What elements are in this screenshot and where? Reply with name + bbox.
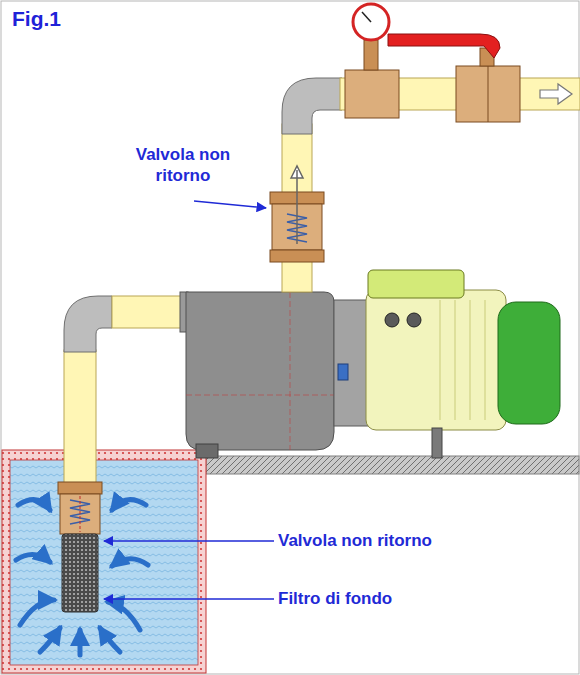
pipe-elbow: [282, 78, 342, 134]
floor: [206, 456, 579, 474]
pipe-elbow: [64, 296, 112, 352]
pump-foot: [196, 444, 218, 458]
motor-fin: [470, 300, 471, 420]
cable-gland: [385, 313, 399, 327]
water-tank: [2, 450, 206, 673]
suction-pipe: [64, 350, 96, 484]
check-valve-nut: [270, 250, 324, 262]
suction-pipe: [112, 296, 184, 328]
flow-arrow: [40, 628, 60, 652]
motor-fin: [455, 300, 456, 420]
motor-bracket: [334, 300, 368, 426]
outflow-arrow: [540, 84, 572, 104]
shaft-coupling: [338, 364, 348, 380]
tank-wall: [2, 450, 206, 673]
motor-fins: [440, 300, 485, 420]
motor-fin: [485, 300, 486, 420]
leader-line: [194, 201, 266, 208]
pump-casing: [186, 292, 334, 450]
flow-arrow: [108, 602, 140, 630]
foot-valve-nut: [58, 482, 102, 494]
discharge-line: [270, 4, 580, 292]
floor-slab: [206, 456, 579, 474]
hidden-line: [186, 395, 334, 396]
motor-foot: [432, 428, 442, 458]
flow-arrow: [112, 559, 148, 566]
foot-valve-body: [60, 494, 100, 534]
ball-valve-body: [456, 66, 520, 122]
leader-line: [104, 598, 274, 600]
cable-gland: [407, 313, 421, 327]
pipe-tee: [345, 70, 399, 118]
foot-filter: [62, 534, 98, 612]
gauge-needle: [362, 12, 371, 22]
gauge-stem: [364, 40, 378, 70]
hidden-line: [290, 292, 291, 450]
flow-arrow: [112, 500, 146, 510]
flow-arrow: [16, 554, 50, 562]
part-label: Valvola non ritorno: [122, 144, 244, 187]
motor-body: [366, 290, 506, 430]
flow-direction-arrow: [291, 166, 303, 244]
valve-handle: [388, 34, 500, 58]
pump: [180, 270, 560, 458]
terminal-box: [368, 270, 464, 298]
flow-arrow: [78, 630, 83, 655]
fan-cover: [498, 302, 560, 424]
part-label: Valvola non ritorno: [278, 530, 538, 551]
part-label: Filtro di fondo: [278, 588, 538, 609]
pressure-gauge: [353, 4, 389, 40]
suction-line: [58, 296, 184, 612]
flow-arrow: [20, 600, 54, 625]
flow-arrow: [100, 628, 120, 652]
flow-arrow: [18, 500, 50, 510]
valve-seam: [488, 66, 489, 122]
tank-water: [10, 460, 198, 665]
leader-line: [104, 540, 274, 542]
figure-title: Fig.1: [12, 6, 132, 32]
valve-axis: [80, 496, 81, 532]
leader-lines: [104, 201, 274, 599]
motor-fin: [440, 300, 441, 420]
